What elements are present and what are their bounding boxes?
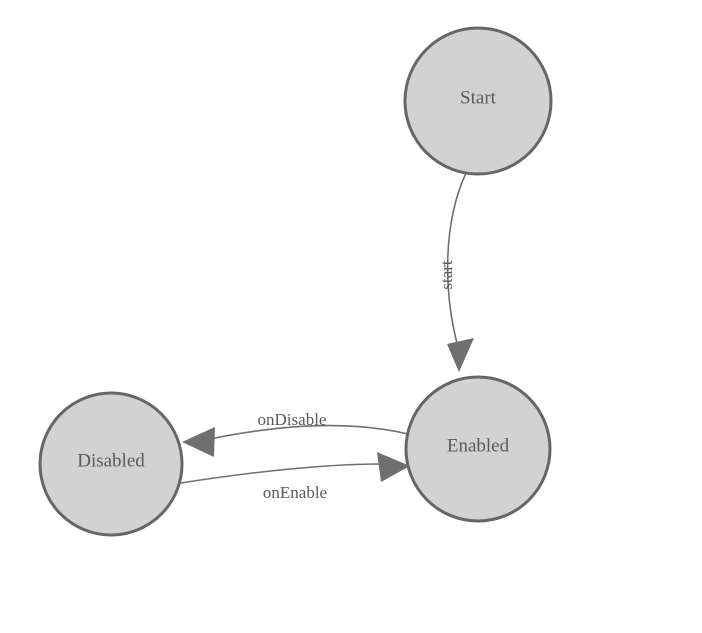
node-disabled[interactable]: Disabled — [38, 391, 184, 537]
node-enabled-label: Enabled — [447, 435, 510, 456]
node-disabled-label: Disabled — [77, 450, 145, 471]
edge-disabled-to-enabled-arrowhead — [377, 452, 410, 482]
edge-enabled-to-disabled-arrowhead — [182, 427, 215, 457]
edge-label-onenable: onEnable — [263, 483, 327, 502]
node-start-label: Start — [460, 87, 497, 108]
edge-enabled-to-disabled-path — [204, 424, 409, 441]
edge-start-to-enabled[interactable]: start — [437, 172, 474, 372]
node-enabled[interactable]: Enabled — [404, 375, 552, 523]
node-enabled-circle — [404, 375, 552, 523]
node-start-circle — [403, 26, 553, 176]
node-disabled-circle — [38, 391, 184, 537]
node-start[interactable]: Start — [403, 26, 553, 176]
edge-disabled-to-enabled-path — [180, 463, 382, 484]
edge-disabled-to-enabled[interactable]: onEnable — [180, 452, 410, 502]
edge-enabled-to-disabled[interactable]: onDisable — [182, 410, 409, 457]
edge-start-to-enabled-path — [446, 172, 467, 348]
edge-start-to-enabled-arrowhead — [447, 338, 474, 372]
edge-label-start: start — [437, 260, 456, 290]
edge-label-ondisable: onDisable — [258, 410, 327, 429]
